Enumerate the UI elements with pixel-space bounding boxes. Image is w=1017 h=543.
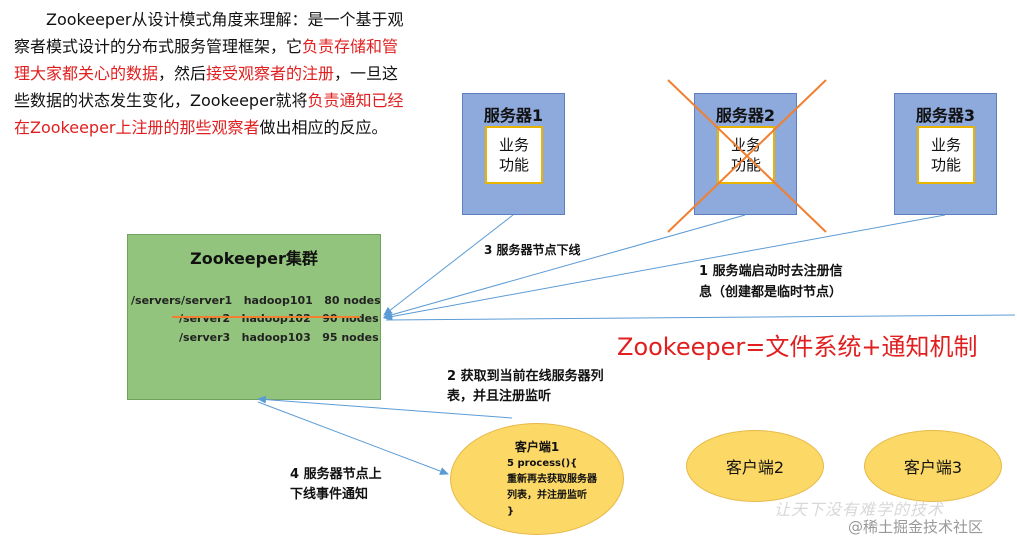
server-1-box: 服务器1 业务 功能 [462,93,565,215]
server-1-business-box: 业务 功能 [485,126,543,184]
step-1-label-line2: 息（创建都是临时节点） [699,285,843,300]
intro-text-4: 做出相应的反应。 [259,118,388,137]
intro-text-3: ，一旦这些数据的状态发生变化，Zookeeper就将 [14,64,399,110]
step-2-label-line2: 表，并且注册监听 [447,389,552,404]
step-3-label: 3 服务器节点下线 [484,243,581,257]
server-1-arrow [383,214,514,316]
server-2-title: 服务器2 [715,106,776,125]
client-fetch-arrow [257,395,513,419]
server-2-arrow [383,214,746,319]
intro-paragraph: Zookeeper从设计模式角度来理解：是一个基于观察者模式设计的分布式服务管理… [14,6,414,141]
intro-text-2: ，然后 [158,64,207,83]
cluster-node-row: /servers/server1 hadoop101 80 nodes [131,294,381,307]
intro-highlight-2: 接受观察者的注册 [206,64,335,83]
client-3-name: 客户端3 [903,458,963,477]
client-2-ellipse: 客户端2 [686,430,824,502]
server-3-title: 服务器3 [915,106,976,125]
step-1-label-line1: 1 服务端启动时去注册信 [699,264,843,279]
watermark-site: @稀土掘金技术社区 [848,518,984,536]
server-1-title: 服务器1 [483,106,544,125]
intro-text-1: Zookeeper从设计模式角度来理解：是一个基于观察者模式设计的分布式服务管理… [14,10,404,56]
register-line [385,314,1016,321]
intro-highlight-1: 负责存储和管理大家都关心的数据 [14,37,399,83]
client-2-name: 客户端2 [725,458,785,477]
step-4-label-line2: 下线事件通知 [290,487,369,502]
step-4-label-line1: 4 服务器节点上 [290,467,382,482]
step-2-label-line1: 2 获取到当前在线服务器列 [447,369,604,384]
watermark-slogan: 让天下没有难学的技术 [774,500,945,519]
server-3-arrow [383,214,946,321]
client-1-ellipse: 客户端1 5 process(){ 重新再去获取服务器 列表，并注册监听 } [450,423,624,535]
server-3-business-box: 业务 功能 [917,126,975,184]
intro-highlight-3: 负责通知已经在Zookeeper上注册的那些观察者 [14,91,404,137]
formula-text: Zookeeper=文件系统+通知机制 [617,333,978,361]
client-1-process-code: 5 process(){ 重新再去获取服务器 列表，并注册监听 } [507,458,597,517]
client-1-title: 客户端1 [514,440,560,454]
server-3-box: 服务器3 业务 功能 [894,93,997,215]
event-notify-arrow [257,401,449,475]
cluster-node-row-offline: /server2 hadoop102 90 nodes [179,312,379,325]
client-3-ellipse: 客户端3 [864,430,1002,502]
cluster-title: Zookeeper集群 [190,249,318,268]
server-2-cross-line-b [667,79,827,233]
cluster-node-row: /server3 hadoop103 95 nodes [179,331,379,344]
